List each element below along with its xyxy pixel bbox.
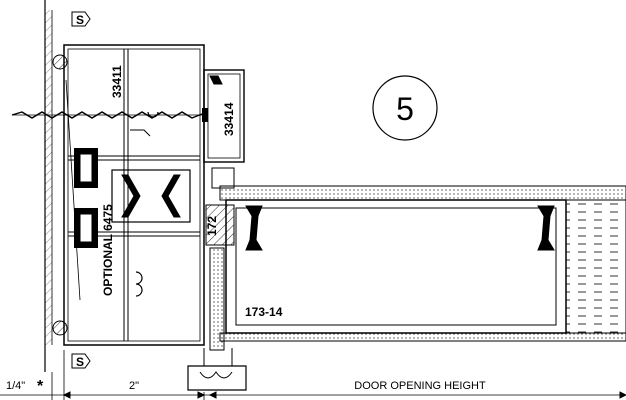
gaskets — [65, 79, 98, 301]
svg-text:S: S — [76, 355, 84, 369]
stop-extrusion — [203, 69, 245, 163]
part-label-door-rail: 173-14 — [245, 305, 283, 319]
svg-text:S: S — [76, 13, 84, 27]
anchor-screw — [11, 108, 208, 122]
part-label-frame-stop: 33414 — [222, 102, 236, 136]
sealant-symbol-bottom: S — [71, 353, 91, 369]
sealant-beads — [52, 54, 68, 336]
dim-shim: 1/4" — [6, 380, 25, 392]
threshold — [187, 247, 247, 391]
part-label-small-tag: 172 — [205, 216, 219, 236]
detail-callout: 5 — [372, 75, 438, 141]
dimension-line — [0, 350, 626, 400]
part-label-frame-upper: 33411 — [110, 65, 124, 98]
dim-frame-depth: 2" — [129, 380, 139, 392]
sealant-symbol-top: S — [71, 11, 91, 27]
wall-substrate — [44, 0, 53, 372]
frame-extrusion — [63, 44, 205, 346]
dim-door-opening: DOOR OPENING HEIGHT — [354, 380, 486, 392]
detail-number: 5 — [396, 91, 414, 127]
part-label-optional: OPTIONAL 6475 — [101, 204, 115, 296]
dim-shim-marker: * — [37, 378, 44, 395]
